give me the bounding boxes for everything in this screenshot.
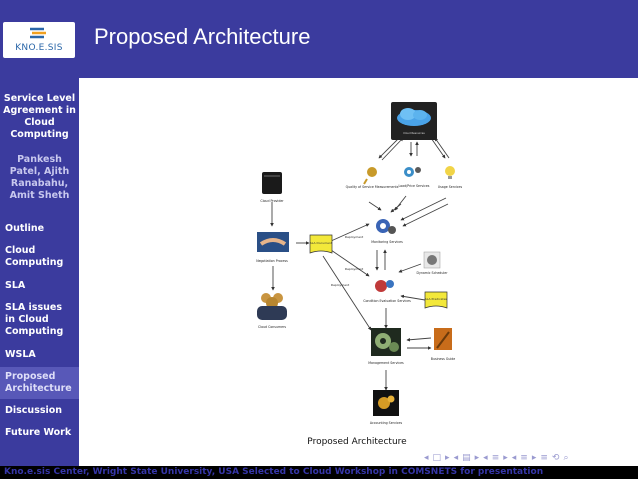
sidebar-item-proposed-architecture[interactable]: Proposed Architecture bbox=[0, 367, 79, 399]
menu-icon[interactable]: ≡ bbox=[540, 453, 548, 463]
cloud-consumers-icon bbox=[257, 293, 287, 320]
sidebar-presentation-title[interactable]: Service Level Agreement in Cloud Computi… bbox=[3, 93, 76, 140]
footer-bar: Kno.e.sis Center, Wright State Universit… bbox=[0, 466, 638, 479]
sidebar-item-outline[interactable]: Outline bbox=[5, 223, 45, 234]
frame-icon[interactable]: □ bbox=[432, 453, 442, 463]
usage-services-icon bbox=[445, 166, 455, 179]
footer-text: Kno.e.sis Center, Wright State Universit… bbox=[4, 467, 544, 477]
management-services-label: Management Services bbox=[368, 361, 404, 365]
price-services-label: Load/Price Services bbox=[399, 184, 430, 188]
subsection-icon[interactable]: ▤ bbox=[462, 453, 471, 463]
deployment-label-3: Deployment bbox=[331, 283, 350, 287]
accounting-services-label: Accounting Services bbox=[370, 421, 403, 425]
accounting-services-icon bbox=[373, 390, 399, 416]
cloud-resources-icon: Cloud Resources bbox=[391, 102, 437, 140]
negotiation-label: Negotiation Process bbox=[256, 259, 288, 263]
sidebar-item-wsla[interactable]: WSLA bbox=[5, 349, 36, 360]
usage-services-label: Usage Services bbox=[438, 185, 463, 189]
business-guide-icon bbox=[434, 328, 452, 350]
frame-title: Proposed Architecture bbox=[94, 24, 311, 49]
diagram-connectors bbox=[270, 135, 450, 391]
search-icon[interactable]: ⌕ bbox=[563, 453, 569, 463]
subsubsection-icon[interactable]: ≡ bbox=[520, 453, 528, 463]
sla-predicates-icon: SLA Predicates bbox=[424, 291, 448, 309]
deployment-label-1: Deployment bbox=[345, 235, 364, 239]
left-arrow-icon[interactable]: ◂ bbox=[483, 453, 488, 463]
dynamic-scheduler-icon bbox=[423, 251, 441, 269]
search-icon[interactable]: ⟲ bbox=[551, 453, 560, 463]
negotiation-icon bbox=[257, 232, 289, 252]
cloud-provider-icon bbox=[262, 172, 282, 194]
sla-predicates-label: SLA Predicates bbox=[425, 297, 448, 301]
cloud-resources-label: Cloud Resources bbox=[403, 131, 425, 135]
sidebar-item-discussion[interactable]: Discussion bbox=[5, 405, 63, 416]
monitoring-services-label: Monitoring Services bbox=[371, 240, 403, 244]
right-arrow-icon[interactable]: ▸ bbox=[503, 453, 508, 463]
right-arrow-icon[interactable]: ▸ bbox=[531, 453, 537, 463]
qos-label: Quality of Service Measurements bbox=[346, 185, 399, 189]
right-arrow-icon[interactable]: ▸ bbox=[445, 453, 450, 463]
qos-icon bbox=[363, 167, 377, 185]
cloud-provider-label: Cloud Provider bbox=[260, 199, 284, 203]
left-arrow-icon[interactable]: ◂ bbox=[424, 453, 429, 463]
architecture-diagram: Cloud Resources Quality of Service Measu… bbox=[256, 102, 463, 425]
sidebar-item-sla[interactable]: SLA bbox=[5, 280, 26, 291]
right-arrow-icon[interactable]: ▸ bbox=[474, 453, 480, 463]
business-guide-label: Business Guide bbox=[431, 357, 455, 361]
left-arrow-icon[interactable]: ◂ bbox=[511, 453, 517, 463]
figure-caption: Proposed Architecture bbox=[307, 437, 407, 447]
cloud-consumers-label: Cloud Consumers bbox=[258, 325, 286, 329]
monitoring-services-icon bbox=[376, 219, 396, 234]
sla-document-label: SLA Document bbox=[310, 241, 333, 245]
knoesis-logo: KNO.E.SIS bbox=[3, 22, 75, 58]
price-services-icon bbox=[404, 167, 421, 177]
logo-text: KNO.E.SIS bbox=[15, 43, 63, 53]
deployment-label-2: Deployment bbox=[345, 267, 364, 271]
sidebar: KNO.E.SIS Service Level Agreement in Clo… bbox=[0, 0, 79, 466]
sla-document-icon: SLA Document bbox=[309, 234, 333, 254]
condition-evaluation-label: Condition Evaluation Services bbox=[363, 299, 411, 303]
sidebar-authors[interactable]: Pankesh Patel, Ajith Ranabahu, Amit Shet… bbox=[9, 154, 70, 201]
frame-header: Proposed Architecture bbox=[79, 0, 638, 78]
logo-mark-icon bbox=[30, 27, 46, 39]
sidebar-item-sla-issues[interactable]: SLA issues in Cloud Computing bbox=[5, 302, 64, 337]
sidebar-item-future-work[interactable]: Future Work bbox=[5, 427, 72, 438]
left-arrow-icon[interactable]: ◂ bbox=[453, 453, 459, 463]
beamer-navigation-symbols: ◂ □ ▸ ◂ ▤ ▸ ◂ ≡ ▸ ◂ ≡ ▸ ≡ ⟲ ⌕ bbox=[424, 452, 569, 464]
condition-evaluation-icon bbox=[375, 280, 394, 292]
section-icon[interactable]: ≡ bbox=[491, 453, 500, 463]
management-services-icon bbox=[371, 328, 401, 356]
dynamic-scheduler-label: Dynamic Scheduler bbox=[416, 271, 448, 275]
sidebar-item-cloud-computing[interactable]: Cloud Computing bbox=[5, 245, 64, 268]
